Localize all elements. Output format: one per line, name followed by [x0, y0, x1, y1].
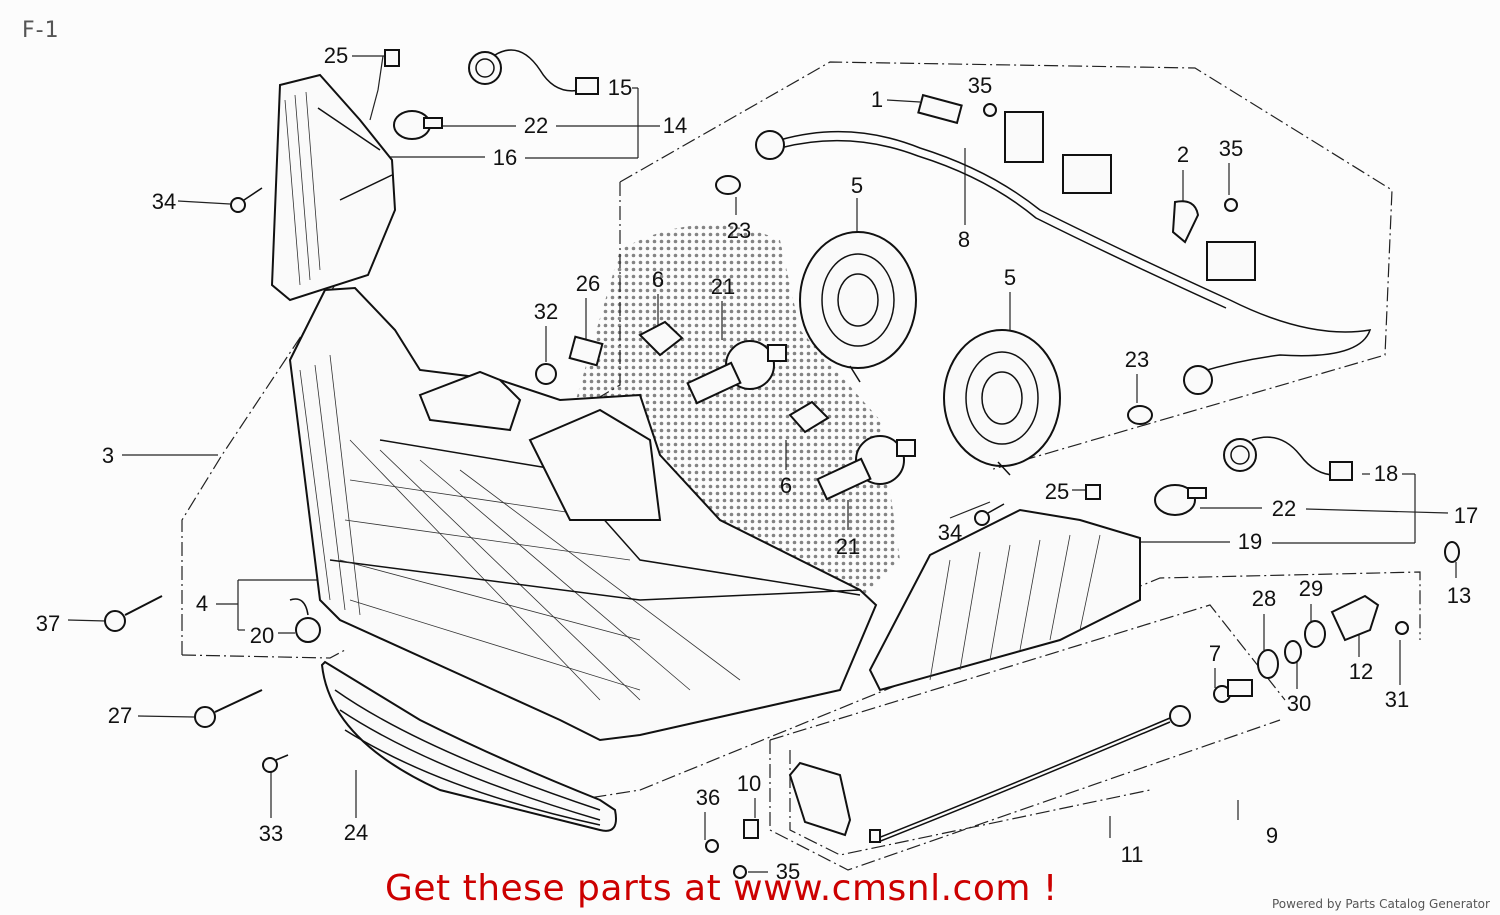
reflector-5-lower — [943, 329, 1061, 476]
part-callout-35[interactable]: 35 — [775, 859, 801, 884]
part-callout-12[interactable]: 12 — [1348, 659, 1374, 684]
bulb-22-right — [1154, 484, 1207, 516]
part-callout-31[interactable]: 31 — [1384, 687, 1410, 712]
bolt-27 — [194, 689, 263, 728]
wire-harness-8 — [755, 111, 1372, 395]
bulb-23-lower — [1127, 405, 1153, 425]
o-ring-13 — [1444, 541, 1460, 563]
screw-35-bottom — [733, 865, 747, 879]
cap-6-upper — [638, 320, 684, 357]
bulb-21-lower — [816, 435, 916, 501]
page-code: F-1 — [22, 18, 60, 43]
part-callout-10[interactable]: 10 — [736, 771, 762, 796]
headlight-housing — [288, 286, 878, 742]
part-callout-18[interactable]: 18 — [1373, 461, 1399, 486]
part-callout-6[interactable]: 6 — [779, 473, 793, 498]
bulb-22-top — [393, 110, 443, 140]
part-callout-20[interactable]: 20 — [249, 623, 275, 648]
part-callout-35[interactable]: 35 — [967, 73, 993, 98]
screw-31 — [1395, 621, 1409, 635]
part-callout-13[interactable]: 13 — [1446, 583, 1472, 608]
part-callout-34[interactable]: 34 — [151, 189, 177, 214]
part-callout-34[interactable]: 34 — [937, 520, 963, 545]
part-callout-8[interactable]: 8 — [957, 227, 971, 252]
collar-7 — [1213, 679, 1253, 703]
powered-by-text: Powered by Parts Catalog Generator — [1272, 897, 1490, 911]
part-callout-5[interactable]: 5 — [850, 173, 864, 198]
part-callout-14[interactable]: 14 — [662, 113, 688, 138]
bulb-23-upper — [715, 175, 741, 195]
screw-35-right — [1224, 198, 1238, 212]
washer-30 — [1284, 640, 1302, 664]
part-callout-33[interactable]: 33 — [258, 821, 284, 846]
part-callout-36[interactable]: 36 — [695, 785, 721, 810]
screw-36 — [705, 839, 719, 853]
part-callout-30[interactable]: 30 — [1286, 691, 1312, 716]
bolt-37 — [104, 595, 163, 632]
clip-20 — [289, 598, 321, 643]
part-callout-15[interactable]: 15 — [607, 75, 633, 100]
leader-lines — [67, 55, 1457, 873]
screw-34-right — [974, 503, 1005, 526]
right-turn-signal — [868, 508, 1141, 692]
part-callout-35[interactable]: 35 — [1218, 136, 1244, 161]
part-callout-3[interactable]: 3 — [101, 443, 115, 468]
part-callout-23[interactable]: 23 — [726, 218, 752, 243]
left-turn-signal — [270, 73, 397, 302]
bulb-21-upper — [686, 340, 787, 405]
knob-12 — [1330, 594, 1380, 642]
part-callout-25[interactable]: 25 — [1044, 479, 1070, 504]
clip-25-top — [384, 49, 400, 67]
part-callout-28[interactable]: 28 — [1251, 586, 1277, 611]
washer-28 — [1257, 649, 1279, 679]
clip-26 — [568, 335, 604, 367]
part-callout-2[interactable]: 2 — [1176, 142, 1190, 167]
reflector-5-upper — [799, 231, 917, 383]
part-callout-25[interactable]: 25 — [323, 43, 349, 68]
part-callout-21[interactable]: 21 — [710, 274, 736, 299]
part-callout-6[interactable]: 6 — [651, 267, 665, 292]
part-callout-29[interactable]: 29 — [1298, 576, 1324, 601]
part-callout-1[interactable]: 1 — [870, 87, 884, 112]
part-callout-7[interactable]: 7 — [1208, 641, 1222, 666]
garnish-24 — [320, 660, 617, 832]
part-callout-23[interactable]: 23 — [1124, 347, 1150, 372]
clamp-2 — [1171, 200, 1200, 244]
part-callout-22[interactable]: 22 — [1271, 496, 1297, 521]
socket-15 — [468, 49, 599, 95]
promo-link[interactable]: Get these parts at www.cmsnl.com ! — [385, 868, 1058, 909]
part-callout-21[interactable]: 21 — [835, 534, 861, 559]
clip-25-right — [1085, 484, 1101, 500]
part-callout-17[interactable]: 17 — [1453, 503, 1479, 528]
part-callout-16[interactable]: 16 — [492, 145, 518, 170]
socket-18 — [1223, 436, 1353, 481]
part-callout-22[interactable]: 22 — [523, 113, 549, 138]
part-callout-37[interactable]: 37 — [35, 611, 61, 636]
screw-34-left — [230, 187, 263, 213]
part-callout-5[interactable]: 5 — [1003, 265, 1017, 290]
part-callout-11[interactable]: 11 — [1120, 842, 1144, 867]
adjuster-knob-9 — [788, 705, 1191, 843]
part-callout-26[interactable]: 26 — [575, 271, 601, 296]
part-callout-19[interactable]: 19 — [1237, 529, 1263, 554]
clip-10 — [743, 819, 759, 839]
grommet-29 — [1304, 620, 1326, 648]
stay-1 — [917, 93, 963, 125]
grommet-32 — [535, 363, 557, 385]
screw-35-top — [983, 103, 997, 117]
part-callout-9[interactable]: 9 — [1265, 823, 1279, 848]
part-callout-24[interactable]: 24 — [343, 820, 369, 845]
screw-33 — [262, 754, 289, 773]
part-callout-32[interactable]: 32 — [533, 299, 559, 324]
part-callout-4[interactable]: 4 — [195, 591, 209, 616]
part-callout-27[interactable]: 27 — [107, 703, 133, 728]
cap-6-lower — [788, 400, 830, 434]
